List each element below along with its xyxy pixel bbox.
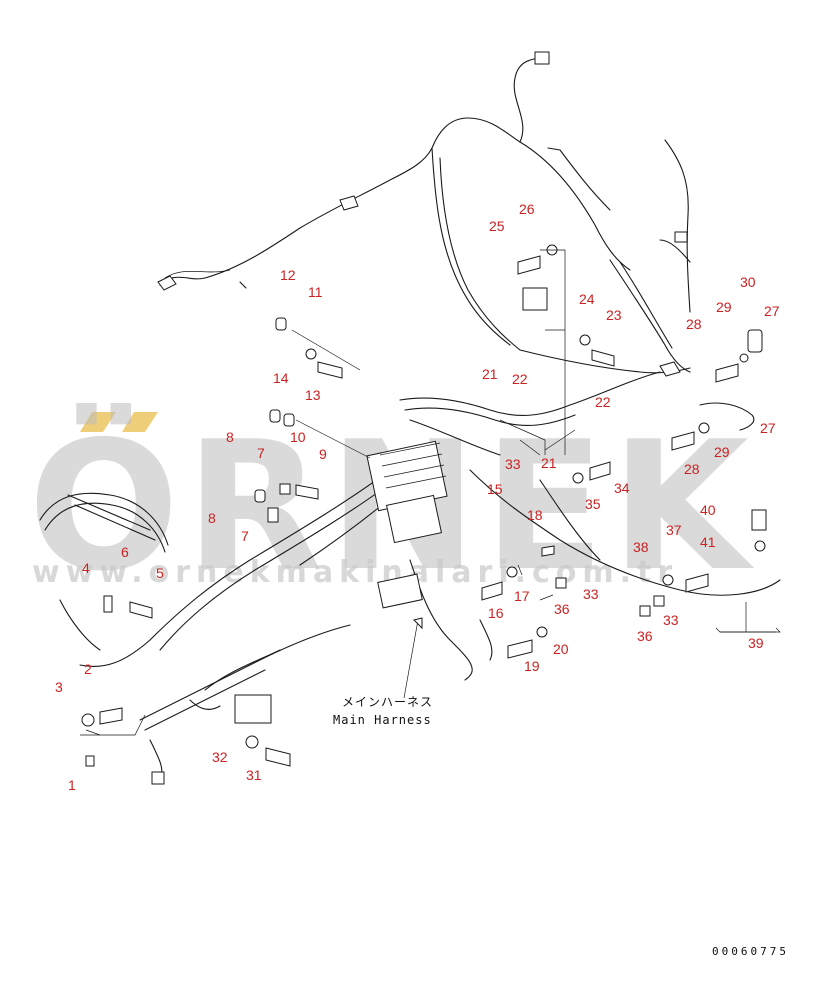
callout-36b: 36 bbox=[637, 628, 653, 644]
callout-11: 11 bbox=[308, 284, 323, 300]
callout-7b: 7 bbox=[241, 528, 249, 544]
callout-22b: 22 bbox=[595, 394, 611, 410]
callout-39: 39 bbox=[748, 635, 764, 651]
callout-33b: 33 bbox=[583, 586, 599, 602]
callout-25: 25 bbox=[489, 218, 505, 234]
callout-20: 20 bbox=[553, 641, 569, 657]
callout-5: 5 bbox=[156, 565, 164, 581]
bolt-13-shape bbox=[317, 361, 343, 379]
callout-29a: 29 bbox=[716, 299, 732, 315]
callout-41: 41 bbox=[700, 534, 716, 550]
collar-12-shape bbox=[275, 317, 287, 331]
callout-34: 34 bbox=[614, 480, 630, 496]
harness-wires bbox=[39, 51, 781, 785]
callout-15: 15 bbox=[487, 481, 503, 497]
callout-14: 14 bbox=[273, 370, 289, 386]
callout-32: 32 bbox=[212, 749, 228, 765]
callout-28a: 28 bbox=[686, 316, 702, 332]
callout-21a: 21 bbox=[482, 366, 498, 382]
callout-18: 18 bbox=[527, 507, 543, 523]
caption-jp: メインハーネス bbox=[342, 695, 433, 709]
callout-9: 9 bbox=[319, 446, 327, 462]
caption-en: Main Harness bbox=[333, 713, 432, 727]
callout-26: 26 bbox=[519, 201, 535, 217]
callout-37: 37 bbox=[666, 522, 682, 538]
callout-6: 6 bbox=[121, 544, 129, 560]
callout-33c: 33 bbox=[663, 612, 679, 628]
callout-21b: 21 bbox=[541, 455, 557, 471]
callout-1: 1 bbox=[68, 777, 76, 793]
callout-8b: 8 bbox=[208, 510, 216, 526]
callout-22a: 22 bbox=[512, 371, 528, 387]
callout-30: 30 bbox=[740, 274, 756, 290]
arrow-main-harness bbox=[413, 617, 423, 630]
callout-28b: 28 bbox=[684, 461, 700, 477]
callout-3: 3 bbox=[55, 679, 63, 695]
watermark-accent-left bbox=[80, 412, 116, 432]
callout-24: 24 bbox=[579, 291, 595, 307]
callout-2: 2 bbox=[84, 661, 92, 677]
callout-40: 40 bbox=[700, 502, 716, 518]
drawing-code: 00060775 bbox=[712, 945, 789, 958]
callout-36a: 36 bbox=[554, 601, 570, 617]
watermark-accent-right bbox=[122, 412, 158, 432]
fuse-box bbox=[366, 440, 448, 609]
callout-4: 4 bbox=[82, 560, 90, 576]
callout-10: 10 bbox=[290, 429, 306, 445]
callout-33a: 33 bbox=[505, 456, 521, 472]
callout-27a: 27 bbox=[764, 303, 780, 319]
callout-7a: 7 bbox=[257, 445, 265, 461]
callout-16: 16 bbox=[488, 605, 504, 621]
callouts: 1 2 3 4 5 6 7 7 8 8 9 10 11 12 13 14 15 … bbox=[55, 201, 780, 793]
callout-31: 31 bbox=[246, 767, 262, 783]
watermark-url: www.ornekmakinalari.com.tr bbox=[32, 555, 678, 590]
leader-lines bbox=[80, 249, 776, 736]
callout-19: 19 bbox=[524, 658, 540, 674]
callout-13: 13 bbox=[305, 387, 321, 403]
callout-35: 35 bbox=[585, 496, 601, 512]
callout-29b: 29 bbox=[714, 444, 730, 460]
callout-12: 12 bbox=[280, 267, 296, 283]
callout-17: 17 bbox=[514, 588, 530, 604]
callout-8a: 8 bbox=[226, 429, 234, 445]
callout-27b: 27 bbox=[760, 420, 776, 436]
callout-38: 38 bbox=[633, 539, 649, 555]
callout-23: 23 bbox=[606, 307, 622, 323]
hardware-parts bbox=[81, 244, 781, 767]
washer-14-shape bbox=[305, 348, 317, 360]
